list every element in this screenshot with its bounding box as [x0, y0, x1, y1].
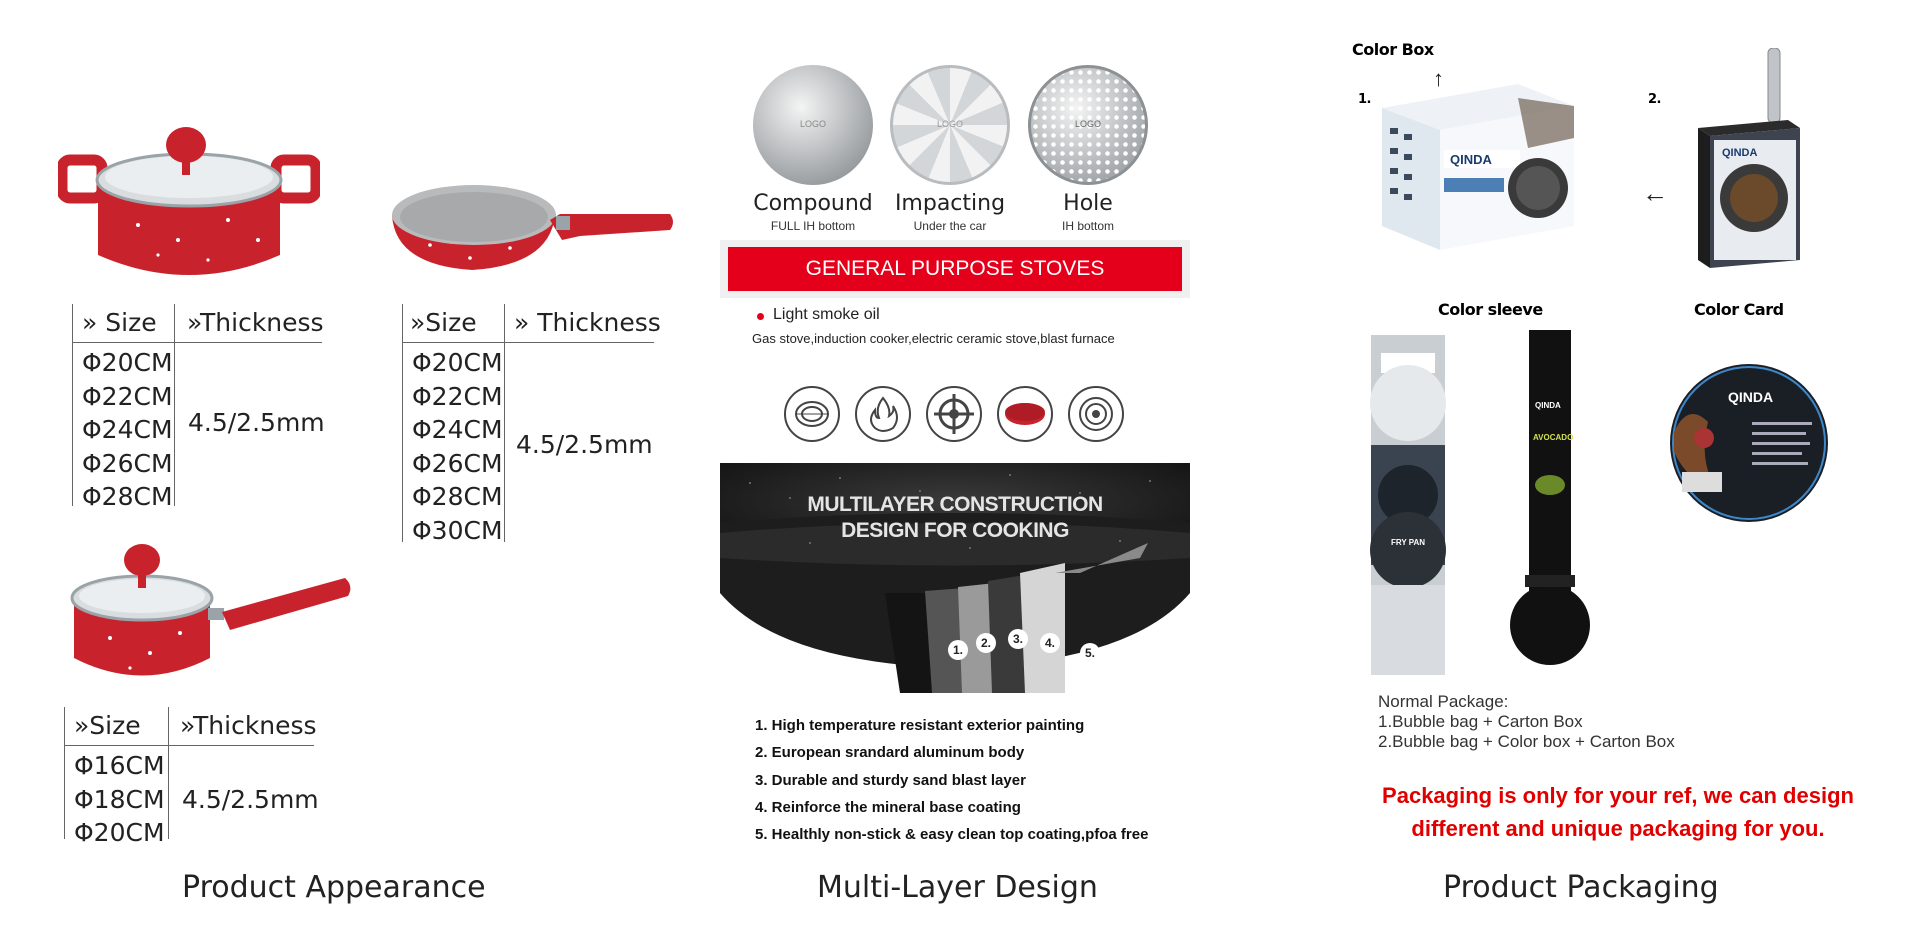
normal-package-option-2: 2.Bubble bag + Color box + Carton Box	[1378, 732, 1675, 751]
card-brand-text: QINDA	[1728, 389, 1773, 405]
compound-label: Compound	[753, 191, 873, 216]
double-chevron-icon: »	[514, 308, 530, 337]
stoves-text: Gas stove,induction cooker,electric cera…	[752, 331, 1115, 346]
construction-heading-1: MULTILAYER CONSTRUCTION	[807, 493, 1103, 516]
construction-heading-2: DESIGN FOR COOKING	[841, 519, 1069, 542]
color-sleeve-grey-image: FRY PAN	[1370, 335, 1446, 675]
pan-spec-table: »Size » Thickness Φ20CM Φ22CM Φ24CM Φ26C…	[402, 304, 661, 545]
gas-burner-icon	[926, 386, 982, 442]
saucepan-thickness-header: »Thickness	[180, 711, 317, 740]
double-chevron-icon: »	[74, 711, 90, 740]
pan-thickness-value: 4.5/2.5mm	[516, 430, 653, 459]
package-number-1: 1.	[1358, 92, 1371, 107]
color-box-image: QINDA	[1382, 84, 1574, 250]
impacting-bottom-disk: LOGO	[890, 65, 1010, 185]
layer-number-5: 5.	[1080, 643, 1100, 663]
logo-text: LOGO	[1074, 119, 1101, 129]
pot-spec-table: » Size »Thickness Φ20CM Φ22CM Φ24CM Φ26C…	[72, 304, 325, 511]
pot-size-header: » Size	[82, 308, 157, 337]
feature-2: 2. European srandard aluminum body	[755, 744, 1025, 761]
hole-sublabel: IH bottom	[1061, 219, 1115, 233]
impacting-label: Impacting	[894, 191, 1006, 216]
saucepan-spec-table: »Size »Thickness Φ16CM Φ18CM Φ20CM 4.5/2…	[64, 707, 319, 847]
layer-number-3: 3.	[1008, 629, 1028, 649]
layer-number-4: 4.	[1040, 633, 1060, 653]
pot-thickness-header: »Thickness	[187, 308, 324, 337]
box-brand-text: QINDA	[1450, 152, 1493, 167]
layer-number-2: 2.	[976, 633, 996, 653]
stock-pot-image	[58, 127, 320, 275]
pan-size-header: »Size	[410, 308, 477, 337]
up-arrow-icon: ↑	[1433, 66, 1444, 91]
color-box-label: Color Box	[1352, 40, 1434, 59]
coil-icon	[784, 386, 840, 442]
normal-package-option-1: 1.Bubble bag + Carton Box	[1378, 712, 1583, 731]
oil-text: Light smoke oil	[773, 306, 880, 323]
frying-pan-image	[392, 185, 673, 270]
pan-in-box-image: QINDA	[1698, 48, 1800, 268]
multilayer-title: Multi-Layer Design	[817, 870, 1098, 905]
feature-5: 5. Healthly non-stick & easy clean top c…	[755, 826, 1149, 843]
induction-icon	[1068, 386, 1124, 442]
appearance-title: Product Appearance	[182, 870, 486, 905]
stoves-banner-red: GENERAL PURPOSE STOVES	[728, 247, 1182, 291]
ceramic-plate-icon	[997, 386, 1053, 442]
double-chevron-icon: »	[82, 308, 98, 337]
double-chevron-icon: »	[180, 711, 194, 740]
color-sleeve-black-image: QINDA AVOCADO	[1510, 330, 1590, 665]
color-card-label: Color Card	[1694, 300, 1784, 319]
feature-4: 4. Reinforce the mineral base coating	[755, 799, 1021, 816]
logo-text: LOGO	[936, 119, 963, 129]
saucepan-size-list: Φ16CM Φ18CM Φ20CM	[74, 751, 165, 847]
pan-thickness-header: » Thickness	[514, 308, 661, 337]
sleeve-title-fry-pan: FRY PAN	[1391, 538, 1425, 547]
feature-3: 3. Durable and sturdy sand blast layer	[755, 772, 1026, 789]
sleeve-title-avocado: AVOCADO	[1533, 433, 1573, 442]
packaging-note-line-1: Packaging is only for your ref, we can d…	[1382, 783, 1854, 808]
compound-bottom-disk: LOGO	[753, 65, 873, 185]
package-number-2: 2.	[1648, 92, 1661, 107]
flame-icon	[855, 386, 911, 442]
logo-text: LOGO	[799, 119, 826, 129]
color-card-image: QINDA	[1670, 364, 1828, 522]
impacting-sublabel: Under the car	[913, 219, 987, 233]
packaging-note-line-2: different and unique packaging for you.	[1411, 816, 1825, 841]
double-chevron-icon: »	[187, 308, 201, 337]
color-sleeve-label: Color sleeve	[1438, 300, 1543, 319]
feature-1: 1. High temperature resistant exterior p…	[755, 717, 1085, 734]
saucepan-image	[70, 544, 351, 676]
oil-bullet	[757, 313, 764, 320]
multilayer-construction-image: MULTILAYER CONSTRUCTION DESIGN FOR COOKI…	[720, 463, 1190, 693]
hole-label: Hole	[1063, 191, 1113, 216]
hole-bottom-disk: LOGO	[1028, 65, 1148, 185]
sleeve-brand-text: QINDA	[1535, 401, 1561, 410]
saucepan-thickness-value: 4.5/2.5mm	[182, 785, 319, 814]
normal-package-title: Normal Package:	[1378, 692, 1509, 711]
double-chevron-icon: »	[410, 308, 426, 337]
pan-size-list: Φ20CM Φ22CM Φ24CM Φ26CM Φ28CM Φ30CM	[412, 348, 503, 545]
pan-box-brand-text: QINDA	[1722, 147, 1758, 159]
left-arrow-icon: ←	[1642, 178, 1668, 208]
pot-thickness-value: 4.5/2.5mm	[188, 408, 325, 437]
packaging-title: Product Packaging	[1443, 870, 1719, 905]
pot-size-list: Φ20CM Φ22CM Φ24CM Φ26CM Φ28CM	[82, 348, 173, 511]
saucepan-size-header: »Size	[74, 711, 141, 740]
compound-sublabel: FULL IH bottom	[770, 219, 856, 233]
layer-number-1: 1.	[948, 640, 968, 660]
